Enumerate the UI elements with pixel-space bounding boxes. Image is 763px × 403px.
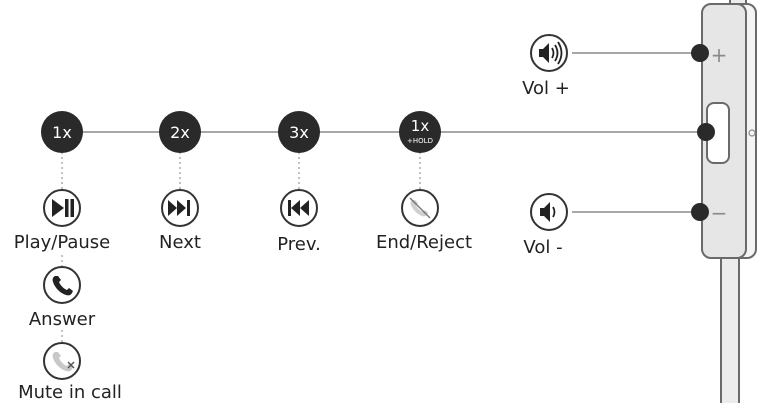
press-badge-double: 2x xyxy=(159,111,201,153)
badge-label: 1x xyxy=(52,123,72,142)
press-badge-single: 1x xyxy=(41,111,83,153)
skip-forward-icon xyxy=(161,189,199,227)
label-play-pause: Play/Pause xyxy=(14,232,111,253)
phone-hangup-icon xyxy=(401,189,439,227)
label-vol-up: Vol + xyxy=(522,78,570,99)
cable xyxy=(720,249,740,403)
phone-muted-icon xyxy=(43,342,81,380)
phone-icon xyxy=(43,266,81,304)
dotted-guides xyxy=(61,152,421,343)
badge-modifier: +HOLD xyxy=(407,137,433,145)
volume-plus-symbol: + xyxy=(711,43,728,67)
volume-minus-symbol: − xyxy=(711,201,728,225)
speaker-loud-icon xyxy=(530,34,568,72)
vol-up-anchor-dot xyxy=(691,44,709,62)
press-badge-hold: 1x +HOLD xyxy=(399,111,441,153)
badge-label: 3x xyxy=(289,123,309,142)
press-badge-triple: 3x xyxy=(278,111,320,153)
badge-circle xyxy=(41,111,83,153)
inline-remote-controller: + − xyxy=(701,0,757,403)
label-vol-down: Vol - xyxy=(523,237,562,258)
play-pause-icon xyxy=(43,189,81,227)
label-prev: Prev. xyxy=(277,234,321,255)
label-next: Next xyxy=(159,232,201,253)
label-mute-in-call: Mute in call xyxy=(18,382,122,403)
skip-back-icon xyxy=(280,189,318,227)
speaker-soft-icon xyxy=(530,193,568,231)
badge-circle xyxy=(159,111,201,153)
label-answer: Answer xyxy=(29,309,96,330)
badge-label: 2x xyxy=(170,123,190,142)
microphone-hole xyxy=(748,129,756,137)
badge-circle xyxy=(278,111,320,153)
badge-label: 1x xyxy=(411,117,430,135)
label-end-reject: End/Reject xyxy=(376,232,472,253)
vol-down-anchor-dot xyxy=(691,203,709,221)
badge-circle xyxy=(399,111,441,153)
button-anchor-dot xyxy=(697,123,715,141)
